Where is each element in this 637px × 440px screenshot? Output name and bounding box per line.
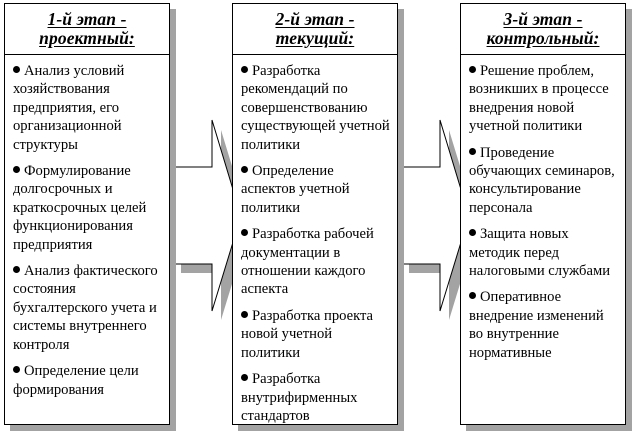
list-item: Разработка рабочей документации в отноше… bbox=[241, 225, 391, 299]
bullet-icon bbox=[13, 266, 20, 274]
stage-2-box: 2-й этап - текущий: Разработка рекоменда… bbox=[232, 3, 398, 425]
stage-3-items: Решение проблем, возникших в процессе вн… bbox=[461, 55, 625, 362]
stage-2-items: Разработка рекомендаций по совершенствов… bbox=[233, 55, 397, 424]
list-item: Защита новых методик перед налоговыми сл… bbox=[469, 225, 619, 280]
list-item: Разработка рекомендаций по совершенствов… bbox=[241, 62, 391, 154]
list-item: Анализ условий хозяйствования предприяти… bbox=[13, 62, 163, 154]
stage-1-box: 1-й этап - проектный: Анализ условий хоз… bbox=[4, 3, 170, 425]
stage-1-items: Анализ условий хозяйствования предприяти… bbox=[5, 55, 169, 399]
item-text: Разработка внутрифирменных стандартов bbox=[241, 371, 358, 424]
item-text: Анализ условий хозяйствования предприяти… bbox=[13, 63, 125, 153]
bullet-icon bbox=[241, 310, 248, 318]
list-item: Формулирование долгосрочных и краткосроч… bbox=[13, 162, 163, 254]
bullet-icon bbox=[241, 66, 248, 73]
stage-3-title-line1: 3-й этап - bbox=[503, 9, 583, 29]
list-item: Разработка проекта новой учетной политик… bbox=[241, 307, 391, 362]
stage-2-title: 2-й этап - текущий: bbox=[233, 4, 397, 55]
list-item: Анализ фактического состояния бухгалтерс… bbox=[13, 262, 163, 354]
stage-1-title-line2: проектный: bbox=[39, 28, 135, 48]
item-text: Проведение обучающих семинаров, консульт… bbox=[469, 144, 615, 216]
stage-2-title-line1: 2-й этап - bbox=[275, 9, 355, 29]
bullet-icon bbox=[469, 147, 476, 155]
item-text: Защита новых методик перед налоговыми сл… bbox=[469, 226, 611, 280]
list-item: Проведение обучающих семинаров, консульт… bbox=[469, 144, 619, 218]
bullet-icon bbox=[13, 366, 20, 374]
bullet-icon bbox=[469, 229, 476, 237]
item-text: Разработка рекомендаций по совершенствов… bbox=[241, 63, 390, 153]
item-text: Оперативное внедрение изменений во внутр… bbox=[469, 289, 604, 361]
list-item: Определение цели формирования bbox=[13, 362, 163, 399]
item-text: Формулирование долгосрочных и краткосроч… bbox=[13, 163, 147, 253]
bullet-icon bbox=[469, 292, 476, 300]
bullet-icon bbox=[241, 229, 248, 237]
item-text: Решение проблем, возникших в процессе вн… bbox=[469, 63, 609, 135]
item-text: Анализ фактического состояния бухгалтерс… bbox=[13, 263, 158, 353]
stage-1-title: 1-й этап - проектный: bbox=[5, 4, 169, 55]
bullet-icon bbox=[241, 374, 248, 382]
stage-1-title-line1: 1-й этап - bbox=[47, 9, 127, 29]
stage-3-box: 3-й этап - контрольный: Решение проблем,… bbox=[460, 3, 626, 425]
list-item: Оперативное внедрение изменений во внутр… bbox=[469, 288, 619, 362]
list-item: Разработка внутрифирменных стандартов bbox=[241, 370, 391, 424]
item-text: Разработка проекта новой учетной политик… bbox=[241, 307, 374, 361]
stage-2-title-line2: текущий: bbox=[275, 28, 355, 48]
item-text: Разработка рабочей документации в отноше… bbox=[241, 226, 374, 298]
bullet-icon bbox=[13, 166, 20, 174]
bullet-icon bbox=[13, 66, 20, 73]
bullet-icon bbox=[469, 66, 476, 73]
item-text: Определение аспектов учетной политики bbox=[241, 163, 350, 216]
item-text: Определение цели формирования bbox=[13, 363, 139, 398]
list-item: Решение проблем, возникших в процессе вн… bbox=[469, 62, 619, 136]
stage-3-title: 3-й этап - контрольный: bbox=[461, 4, 625, 55]
bullet-icon bbox=[241, 166, 248, 174]
list-item: Определение аспектов учетной политики bbox=[241, 162, 391, 217]
stage-3-title-line2: контрольный: bbox=[486, 28, 600, 48]
